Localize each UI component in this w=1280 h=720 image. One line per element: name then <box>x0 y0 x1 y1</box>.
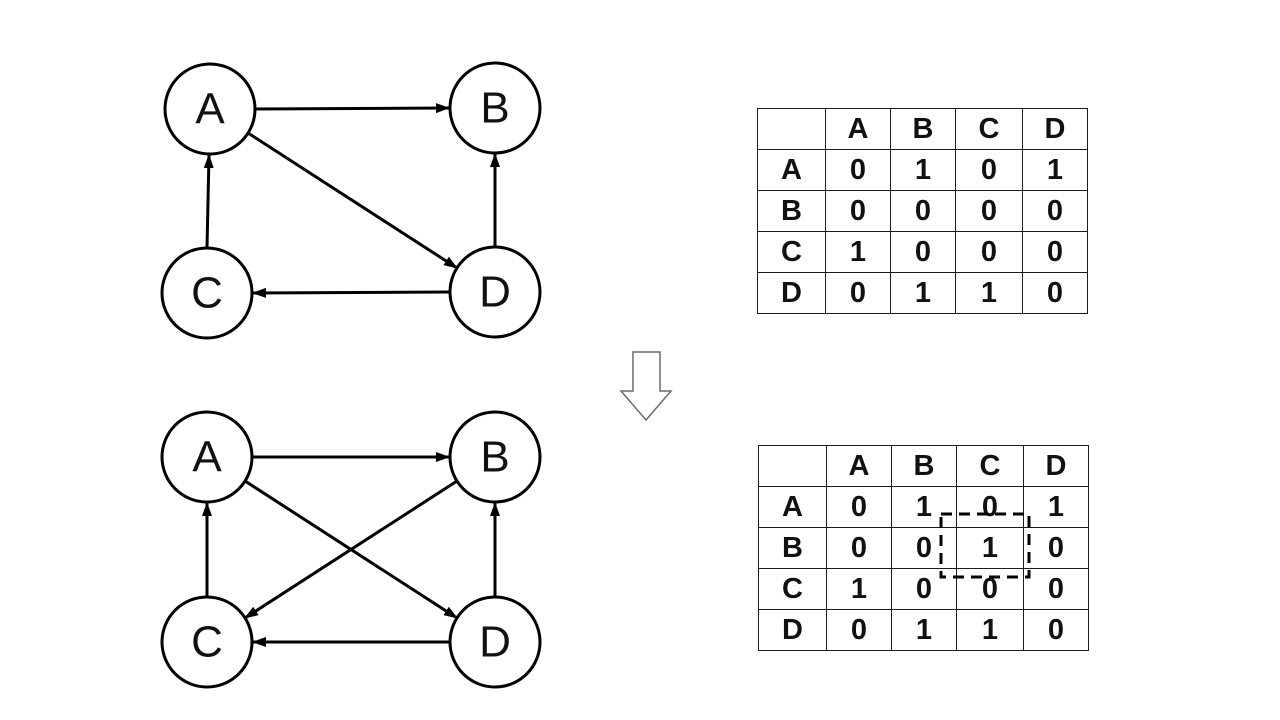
matrix-cell: 1 <box>826 568 892 610</box>
matrix-cell: 0 <box>956 568 1024 610</box>
matrix-col-header: D <box>1022 108 1088 150</box>
graph1-node-B-label: B <box>480 84 509 133</box>
matrix-cell: 1 <box>891 486 957 528</box>
matrix-cell: 0 <box>890 231 956 273</box>
matrix-cell: 1 <box>890 272 956 314</box>
matrix-cell: 0 <box>826 527 892 569</box>
matrix-col-header: A <box>826 445 892 487</box>
graph1-node-C-label: C <box>191 269 223 318</box>
graph1-edge-A-B <box>254 103 450 114</box>
matrix-row: C 1 0 0 0 <box>758 568 1089 610</box>
matrix-cell: 0 <box>891 527 957 569</box>
matrix-row: A 0 1 0 1 <box>757 149 1088 191</box>
matrix-cell: 0 <box>826 486 892 528</box>
graph-closure-labels: A B C D <box>191 433 511 667</box>
graph2-node-B-label: B <box>480 433 509 482</box>
matrix-row-header: A <box>758 486 827 528</box>
graph2-node-D-label: D <box>479 618 511 667</box>
graph-closure <box>160 410 542 689</box>
matrix-cell: 0 <box>1023 527 1089 569</box>
matrix-corner-cell <box>757 108 826 150</box>
graph-initial-labels: A B C D <box>191 84 511 318</box>
matrix-row-header: B <box>758 527 827 569</box>
matrix-row: B 0 0 1 0 <box>758 527 1089 569</box>
matrix-cell: 0 <box>1023 568 1089 610</box>
graph2-node-B <box>448 410 542 504</box>
matrix-cell: 1 <box>956 609 1024 651</box>
matrix-row-header: A <box>757 149 826 191</box>
graph1-node-B <box>448 61 542 155</box>
graph1-node-A-label: A <box>195 85 225 134</box>
matrix-col-header: C <box>955 108 1023 150</box>
matrix-row: A 0 1 0 1 <box>758 486 1089 528</box>
graph2-edge-B-C <box>244 479 458 620</box>
adjacency-matrix-updated: A B C D A 0 1 0 1 B 0 0 1 0 C 1 0 0 0 D <box>758 445 1089 651</box>
matrix-col-header: B <box>890 108 956 150</box>
matrix-col-header: A <box>825 108 891 150</box>
matrix-row: C 1 0 0 0 <box>757 231 1088 273</box>
matrix-row: B 0 0 0 0 <box>757 190 1088 232</box>
graph2-node-A <box>160 410 254 504</box>
matrix-cell: 0 <box>955 231 1023 273</box>
matrix-cell: 1 <box>825 231 891 273</box>
matrix-col-header: B <box>891 445 957 487</box>
graph2-node-C-label: C <box>191 618 223 667</box>
graph1-edge-C-A <box>203 154 214 249</box>
matrix-row: D 0 1 1 0 <box>758 609 1089 651</box>
matrix-cell: 0 <box>956 486 1024 528</box>
matrix-corner-cell <box>758 445 827 487</box>
matrix-cell: 0 <box>825 272 891 314</box>
matrix-cell: 1 <box>1023 486 1089 528</box>
graph2-node-D <box>448 595 542 689</box>
matrix-cell: 0 <box>955 190 1023 232</box>
down-block-arrow-icon <box>619 351 673 422</box>
matrix-row-header: C <box>757 231 826 273</box>
matrix-row-header: C <box>758 568 827 610</box>
matrix-cell: 0 <box>826 609 892 651</box>
graph1-node-A <box>163 62 257 156</box>
matrix-row-header: D <box>758 609 827 651</box>
matrix-row: D 0 1 1 0 <box>757 272 1088 314</box>
graph1-node-C <box>160 246 254 340</box>
graph1-edge-A-D <box>247 131 458 270</box>
matrix-row-header: D <box>757 272 826 314</box>
matrix-header-row: A B C D <box>757 108 1088 150</box>
adjacency-matrix-initial: A B C D A 0 1 0 1 B 0 0 0 0 C 1 0 0 0 D <box>757 108 1088 314</box>
graph2-node-C <box>160 595 254 689</box>
matrix-cell: 1 <box>891 609 957 651</box>
matrix-header-row: A B C D <box>758 445 1089 487</box>
matrix-cell: 0 <box>891 568 957 610</box>
matrix-cell-highlighted: 1 <box>956 527 1024 569</box>
matrix-cell: 1 <box>890 149 956 191</box>
graph1-edge-D-C <box>252 287 451 298</box>
matrix-cell: 0 <box>890 190 956 232</box>
graph1-node-D-label: D <box>479 268 511 317</box>
matrix-cell: 1 <box>955 272 1023 314</box>
graph2-node-A-label: A <box>192 433 222 482</box>
matrix-cell: 1 <box>1022 149 1088 191</box>
matrix-cell: 0 <box>1022 190 1088 232</box>
graph1-node-D <box>448 245 542 339</box>
matrix-cell: 0 <box>955 149 1023 191</box>
matrix-col-header: C <box>956 445 1024 487</box>
graph-initial <box>160 61 542 340</box>
matrix-cell: 0 <box>1023 609 1089 651</box>
matrix-cell: 0 <box>825 190 891 232</box>
matrix-cell: 0 <box>1022 272 1088 314</box>
matrix-cell: 0 <box>1022 231 1088 273</box>
matrix-col-header: D <box>1023 445 1089 487</box>
matrix-cell: 0 <box>825 149 891 191</box>
matrix-row-header: B <box>757 190 826 232</box>
